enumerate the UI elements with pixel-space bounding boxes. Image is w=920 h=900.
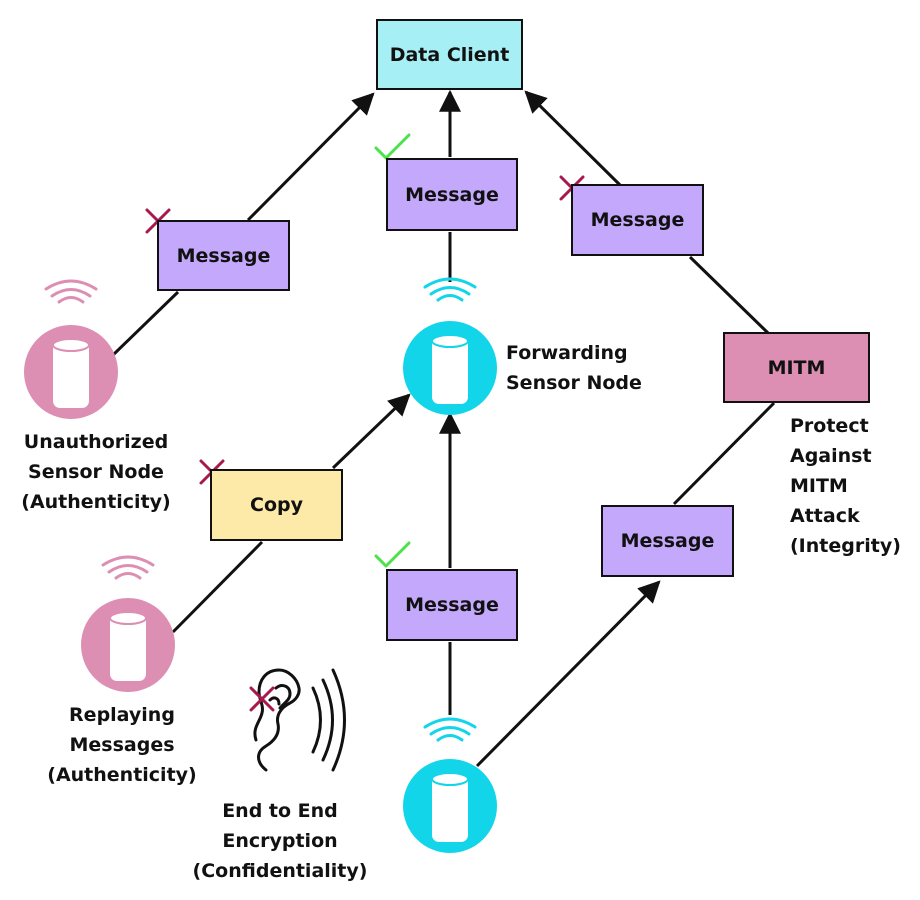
- checkmark-icon: [374, 541, 411, 568]
- message-box-center-top: Message: [386, 158, 518, 231]
- link-left-message-to-client: [246, 92, 375, 222]
- unauthorized-sensor-node-label: Unauthorized Sensor Node (Authenticity): [21, 431, 171, 513]
- message-box-left: Message: [157, 220, 290, 291]
- message-box-center-bottom: Message: [386, 569, 518, 641]
- data-client-box: Data Client: [376, 19, 523, 90]
- source-sensor-node-icon: [403, 717, 497, 853]
- checkmark-icon: [374, 133, 411, 160]
- cross-icon: [249, 686, 275, 712]
- link-copy-to-forwarding-node: [331, 393, 411, 470]
- unauthorized-sensor-node-icon: [24, 279, 118, 419]
- replaying-messages-label: Replaying Messages (Authenticity): [47, 704, 197, 786]
- link-bottom-node-to-right-message: [475, 580, 661, 768]
- ear-icon: [253, 668, 346, 772]
- link-right-message-to-client: [524, 90, 622, 187]
- mitm-box: MITM: [723, 332, 870, 403]
- link-replaying-node-to-copy: [171, 540, 264, 634]
- forwarding-sensor-node-icon: [403, 277, 497, 415]
- link-unauthorized-node-to-message: [111, 290, 180, 357]
- copy-box: Copy: [210, 469, 343, 541]
- message-box-right-top: Message: [571, 184, 704, 256]
- link-message-to-mitm: [672, 401, 776, 506]
- forwarding-sensor-node-label: Forwarding Sensor Node: [506, 342, 642, 394]
- message-box-right-bottom: Message: [601, 505, 734, 577]
- link-mitm-to-message: [688, 255, 770, 335]
- mitm-protection-label: Protect Against MITM Attack (Integrity): [790, 415, 901, 557]
- replaying-sensor-node-icon: [81, 555, 175, 692]
- encryption-label: End to End Encryption (Confidentiality): [192, 800, 368, 882]
